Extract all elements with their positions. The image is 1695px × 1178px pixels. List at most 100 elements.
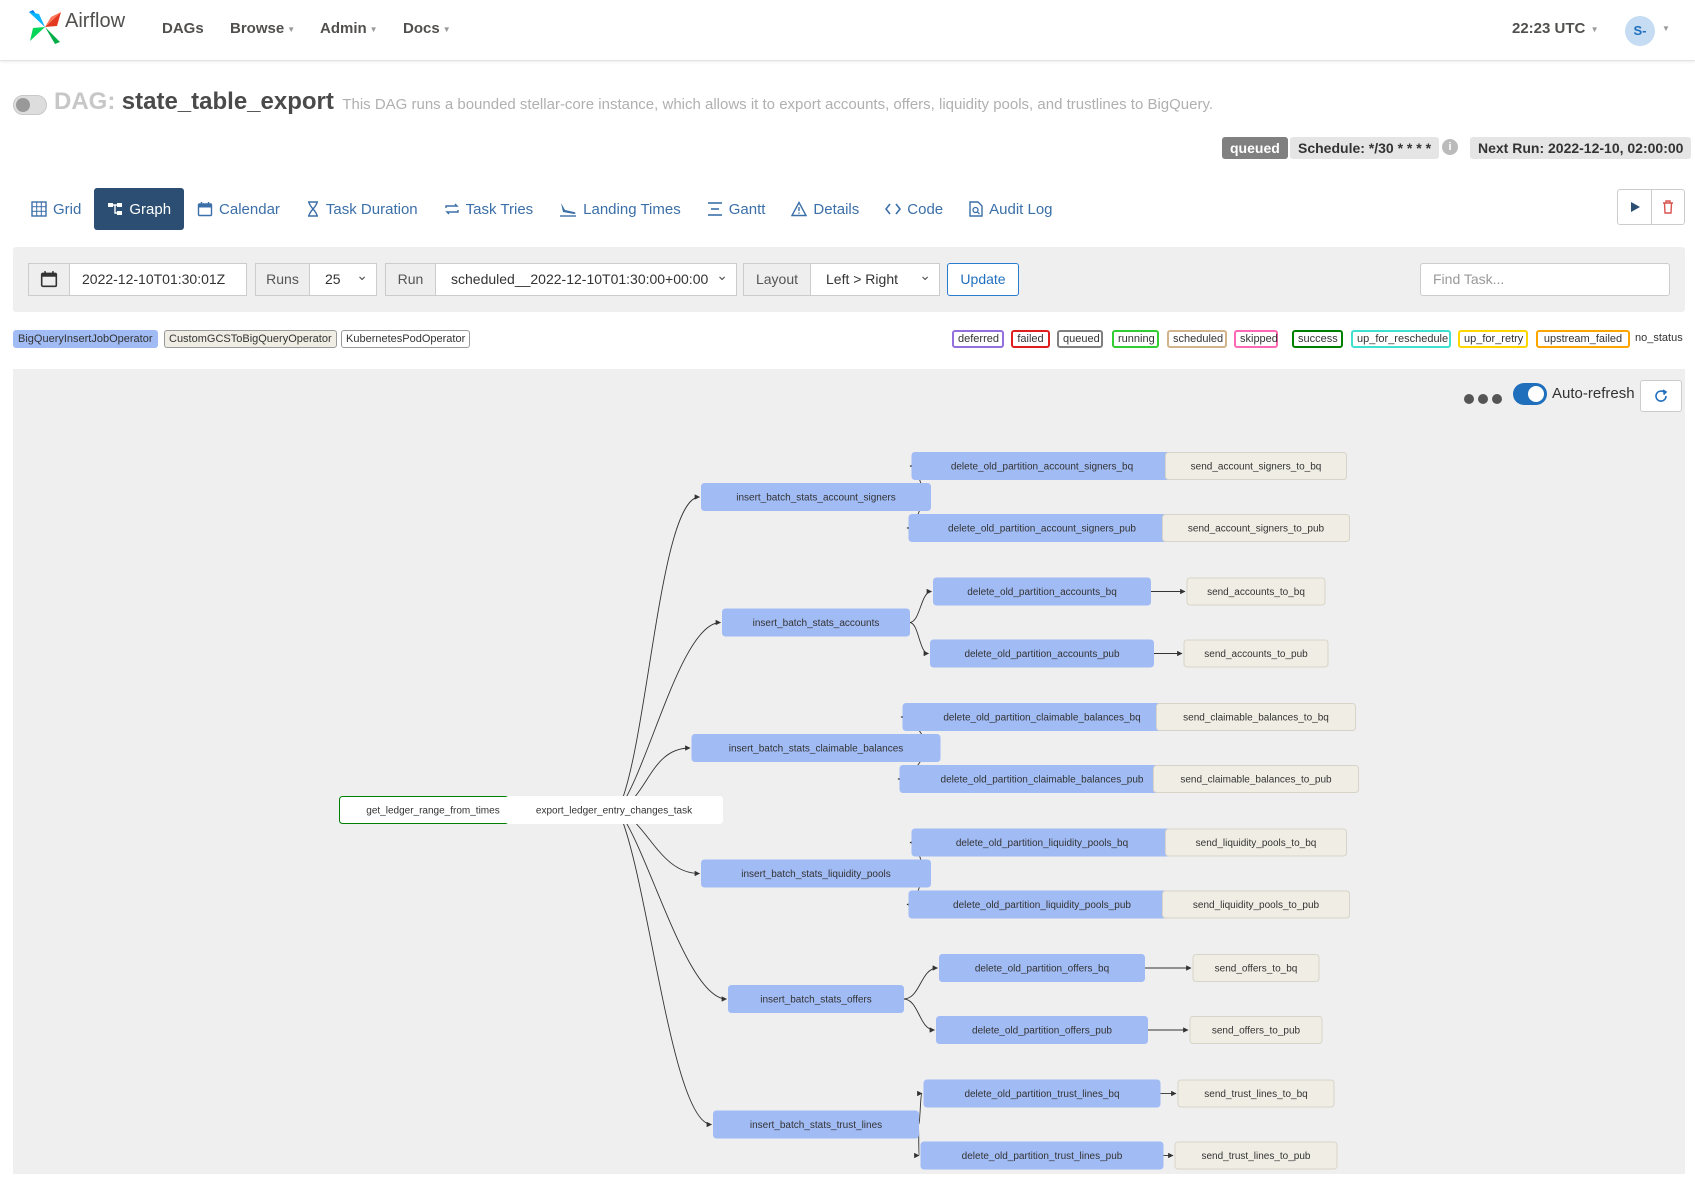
task-node-label: send_liquidity_pools_to_bq	[1196, 838, 1317, 849]
layout-select[interactable]: Left > Right	[810, 260, 940, 296]
tab-details[interactable]: Details	[778, 188, 872, 230]
run-select[interactable]: scheduled__2022-12-10T01:30:00+00:00	[435, 260, 737, 296]
task-node-send-claimable-balances-to-pub[interactable]: send_claimable_balances_to_pub	[1153, 765, 1359, 793]
nav-dags[interactable]: DAGs	[162, 20, 204, 37]
task-node-send-trust-lines-to-pub[interactable]: send_trust_lines_to_pub	[1174, 1141, 1338, 1170]
task-node-delete-old-partition-trust-lines-pub[interactable]: delete_old_partition_trust_lines_pub	[920, 1141, 1164, 1170]
edge	[617, 809, 713, 1128]
runs-select[interactable]: 25	[309, 260, 377, 296]
operator-legend-bigquery[interactable]: BigQueryInsertJobOperator	[13, 330, 158, 348]
airflow-logo-icon	[29, 10, 61, 44]
task-node-delete-old-partition-liquidity-pools-pub[interactable]: delete_old_partition_liquidity_pools_pub	[908, 890, 1176, 919]
tab-audit-log[interactable]: Audit Log	[956, 188, 1065, 230]
task-node-delete-old-partition-claimable-balances-pub[interactable]: delete_old_partition_claimable_balances_…	[899, 765, 1185, 793]
delete-dag-button[interactable]	[1651, 190, 1684, 224]
tab-code[interactable]: Code	[872, 188, 956, 230]
calendar-picker-button[interactable]	[28, 263, 70, 296]
state-legend-up-for-reschedule[interactable]: up_for_reschedule	[1351, 330, 1451, 348]
update-button[interactable]: Update	[947, 263, 1019, 296]
task-node-send-liquidity-pools-to-pub[interactable]: send_liquidity_pools_to_pub	[1162, 890, 1350, 919]
task-node-delete-old-partition-account-signers-bq[interactable]: delete_old_partition_account_signers_bq	[911, 452, 1173, 480]
nav-browse[interactable]: Browse▼	[230, 20, 295, 37]
state-legend-deferred[interactable]: deferred	[952, 330, 1004, 348]
state-legend-scheduled[interactable]: scheduled	[1167, 330, 1227, 348]
task-node-insert-batch-stats-account-signers[interactable]: insert_batch_stats_account_signers	[701, 483, 931, 511]
state-legend-upstream-failed[interactable]: upstream_failed	[1536, 330, 1630, 348]
task-node-insert-batch-stats-accounts[interactable]: insert_batch_stats_accounts	[722, 608, 910, 637]
next-run-badge: Next Run: 2022-12-10, 02:00:00	[1470, 137, 1692, 159]
task-node-send-account-signers-to-bq[interactable]: send_account_signers_to_bq	[1165, 452, 1347, 480]
task-node-send-accounts-to-bq[interactable]: send_accounts_to_bq	[1186, 577, 1326, 606]
trigger-dag-button[interactable]	[1618, 190, 1651, 224]
state-legend-queued[interactable]: queued	[1057, 330, 1103, 348]
nav-time[interactable]: 22:23 UTC ▼	[1512, 20, 1599, 37]
nav-admin[interactable]: Admin▼	[320, 20, 378, 37]
find-task-input[interactable]: Find Task...	[1420, 263, 1670, 296]
task-node-send-trust-lines-to-bq[interactable]: send_trust_lines_to_bq	[1177, 1079, 1335, 1108]
task-node-send-liquidity-pools-to-bq[interactable]: send_liquidity_pools_to_bq	[1165, 828, 1347, 857]
state-legend-success[interactable]: success	[1292, 330, 1343, 348]
task-node-delete-old-partition-claimable-balances-bq[interactable]: delete_old_partition_claimable_balances_…	[902, 703, 1182, 731]
state-legend-running[interactable]: running	[1112, 330, 1159, 348]
operator-legend-k8s[interactable]: KubernetesPodOperator	[341, 330, 471, 348]
tab-landing-times[interactable]: Landing Times	[546, 188, 694, 230]
task-node-send-offers-to-pub[interactable]: send_offers_to_pub	[1189, 1016, 1323, 1044]
user-avatar[interactable]: S-	[1625, 16, 1655, 46]
dag-pause-toggle[interactable]	[13, 95, 47, 115]
schedule-badge: Schedule: */30 * * * *	[1290, 137, 1440, 159]
tab-calendar[interactable]: Calendar	[184, 188, 293, 230]
trash-icon	[1663, 200, 1673, 214]
more-options-icon[interactable]	[1464, 394, 1502, 404]
task-node-insert-batch-stats-trust-lines[interactable]: insert_batch_stats_trust_lines	[713, 1110, 919, 1139]
task-node-delete-old-partition-accounts-bq[interactable]: delete_old_partition_accounts_bq	[933, 577, 1151, 606]
info-icon[interactable]: i	[1442, 139, 1458, 155]
task-node-export-ledger-entry-changes-task[interactable]: export_ledger_entry_changes_task	[505, 796, 723, 824]
tab-task-tries[interactable]: Task Tries	[431, 188, 547, 230]
task-node-label: delete_old_partition_trust_lines_pub	[962, 1151, 1123, 1162]
state-legend-no-status[interactable]: no_status	[1635, 332, 1683, 344]
brand[interactable]: Airflow	[27, 8, 125, 46]
tab-graph-label: Graph	[129, 200, 172, 218]
task-node-label: send_offers_to_bq	[1215, 964, 1298, 975]
task-node-send-account-signers-to-pub[interactable]: send_account_signers_to_pub	[1162, 514, 1350, 542]
task-node-delete-old-partition-trust-lines-bq[interactable]: delete_old_partition_trust_lines_bq	[923, 1079, 1161, 1108]
calendar-icon	[197, 202, 213, 217]
state-legend-failed[interactable]: failed	[1011, 330, 1050, 348]
task-node-insert-batch-stats-claimable-balances[interactable]: insert_batch_stats_claimable_balances	[691, 734, 941, 762]
task-node-send-accounts-to-pub[interactable]: send_accounts_to_pub	[1183, 639, 1329, 668]
task-node-label: send_trust_lines_to_pub	[1202, 1151, 1311, 1162]
tab-task-duration[interactable]: Task Duration	[293, 188, 431, 230]
dag-title: DAG: state_table_export This DAG runs a …	[54, 88, 1213, 116]
task-node-label: send_trust_lines_to_bq	[1204, 1089, 1307, 1100]
state-legend-skipped[interactable]: skipped	[1234, 330, 1278, 348]
task-node-delete-old-partition-accounts-pub[interactable]: delete_old_partition_accounts_pub	[930, 639, 1154, 668]
task-node-label: delete_old_partition_claimable_balances_…	[941, 775, 1144, 786]
task-node-delete-old-partition-liquidity-pools-bq[interactable]: delete_old_partition_liquidity_pools_bq	[911, 828, 1173, 857]
runs-label: Runs	[255, 263, 310, 296]
task-node-label: insert_batch_stats_account_signers	[736, 493, 896, 504]
task-node-label: insert_batch_stats_liquidity_pools	[741, 869, 891, 880]
dag-actions	[1617, 189, 1685, 225]
state-legend-up-for-retry[interactable]: up_for_retry	[1458, 330, 1528, 348]
task-node-send-claimable-balances-to-bq[interactable]: send_claimable_balances_to_bq	[1156, 703, 1356, 731]
task-node-delete-old-partition-offers-pub[interactable]: delete_old_partition_offers_pub	[936, 1016, 1148, 1044]
task-node-insert-batch-stats-liquidity-pools[interactable]: insert_batch_stats_liquidity_pools	[701, 859, 931, 888]
auto-refresh-label: Auto-refresh	[1552, 385, 1635, 402]
tab-grid[interactable]: Grid	[18, 188, 94, 230]
refresh-button[interactable]	[1640, 380, 1682, 412]
date-input[interactable]: 2022-12-10T01:30:01Z	[69, 263, 247, 296]
operator-legend-gcs[interactable]: CustomGCSToBigQueryOperator	[164, 330, 337, 348]
tab-gantt[interactable]: Gantt	[694, 188, 779, 230]
tab-graph[interactable]: Graph	[94, 188, 185, 230]
nav-docs[interactable]: Docs▼	[403, 20, 451, 37]
auto-refresh-toggle[interactable]	[1513, 383, 1547, 405]
task-node-send-offers-to-bq[interactable]: send_offers_to_bq	[1192, 954, 1320, 982]
dag-description: This DAG runs a bounded stellar-core ins…	[342, 96, 1214, 113]
task-node-delete-old-partition-offers-bq[interactable]: delete_old_partition_offers_bq	[939, 954, 1145, 982]
task-node-get-ledger-range-from-times[interactable]: get_ledger_range_from_times	[339, 796, 527, 824]
task-node-insert-batch-stats-offers[interactable]: insert_batch_stats_offers	[728, 985, 904, 1013]
gantt-icon	[707, 202, 722, 216]
task-node-delete-old-partition-account-signers-pub[interactable]: delete_old_partition_account_signers_pub	[908, 514, 1176, 542]
